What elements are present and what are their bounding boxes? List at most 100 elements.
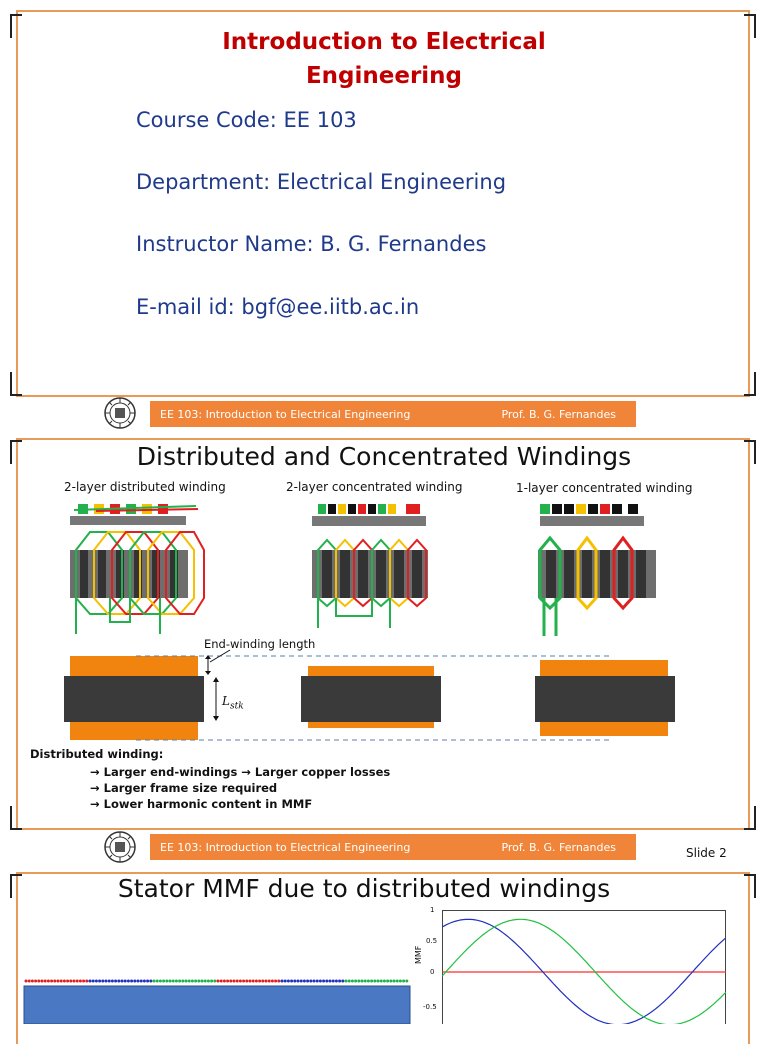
cross-section-distributed	[64, 656, 204, 740]
conductor-dot	[62, 979, 66, 983]
conductor-dot	[222, 979, 226, 983]
conductor-dot	[264, 979, 268, 983]
conductor-dot	[216, 979, 220, 983]
note-item-1: → Larger end-windings → Larger copper lo…	[90, 765, 391, 779]
conductor-dot	[27, 979, 31, 983]
conductor-dot	[149, 979, 153, 983]
institute-logo-icon	[104, 397, 136, 429]
conductor-dot	[117, 979, 121, 983]
conductor-dot	[226, 979, 230, 983]
conductor-dot	[235, 979, 239, 983]
distributed-winding-diagram	[70, 504, 205, 634]
conductor-dot	[334, 979, 338, 983]
conductor-dot	[91, 979, 95, 983]
conductor-dot	[187, 979, 191, 983]
conductor-dot	[168, 979, 172, 983]
conductor-dot	[75, 979, 79, 983]
conductor-dot	[386, 979, 390, 983]
conductor-dot	[123, 979, 127, 983]
slide-frame	[16, 10, 750, 397]
conductor-dot	[376, 979, 380, 983]
conductor-dot	[194, 979, 198, 983]
conductor-dot	[242, 979, 246, 983]
conductor-dot	[248, 979, 252, 983]
stator-strip	[23, 979, 411, 1024]
conductor-dot	[178, 979, 182, 983]
conductor-dot	[88, 979, 92, 983]
conductor-dot	[162, 979, 166, 983]
conductor-dot	[181, 979, 185, 983]
conductor-dot	[363, 979, 367, 983]
conductor-dot	[152, 979, 156, 983]
conductor-dot	[184, 979, 188, 983]
conductor-dot	[210, 979, 214, 983]
conductor-dot	[338, 979, 342, 983]
conductor-dot	[325, 979, 329, 983]
conductor-dot	[270, 979, 274, 983]
conductor-dot	[133, 979, 137, 983]
conductor-dot	[267, 979, 271, 983]
corner-mark	[744, 874, 756, 898]
conductor-dot	[174, 979, 178, 983]
footer-bar: EE 103: Introduction to Electrical Engin…	[150, 834, 636, 860]
corner-mark	[744, 372, 756, 396]
conductor-dot	[290, 979, 294, 983]
conductor-dot	[69, 979, 73, 983]
conductor-dot	[238, 979, 242, 983]
conductor-dot	[98, 979, 102, 983]
conductor-dot	[206, 979, 210, 983]
conductor-dot	[34, 979, 38, 983]
label-2-layer-distributed: 2-layer distributed winding	[64, 480, 226, 494]
conductor-dot	[309, 979, 313, 983]
conductor-dot	[318, 979, 322, 983]
tick-1: 1	[430, 906, 435, 914]
conductor-dot	[94, 979, 98, 983]
conductor-dot	[398, 979, 402, 983]
label-1-layer-concentrated: 1-layer concentrated winding	[516, 481, 693, 495]
corner-mark	[10, 806, 22, 830]
conductor-dot	[229, 979, 233, 983]
label-2-layer-concentrated: 2-layer concentrated winding	[286, 480, 463, 494]
conductor-dot	[66, 979, 70, 983]
conductor-dot	[402, 979, 406, 983]
conductor-dot	[104, 979, 108, 983]
conductor-dot	[315, 979, 319, 983]
conductor-dot	[350, 979, 354, 983]
conductor-dot	[331, 979, 335, 983]
tick-0.5: 0.5	[426, 937, 438, 945]
slide-number: Slide 2	[686, 846, 727, 860]
footer-professor: Prof. B. G. Fernandes	[501, 840, 616, 854]
slide-title-line-1: Introduction to Electrical	[222, 29, 546, 55]
note-heading: Distributed winding:	[30, 747, 164, 761]
conductor-dot	[357, 979, 361, 983]
conductor-dot	[344, 979, 348, 983]
department: Department: Electrical Engineering	[136, 170, 507, 194]
corner-mark	[744, 14, 756, 38]
conductor-dot	[213, 979, 217, 983]
corner-mark	[10, 440, 22, 464]
conductor-dot	[299, 979, 303, 983]
conductor-dot	[312, 979, 316, 983]
conductor-dot	[366, 979, 370, 983]
note-item-2: → Larger frame size required	[90, 781, 278, 795]
conductor-dot	[120, 979, 124, 983]
conductor-dot	[232, 979, 236, 983]
conductor-dot	[347, 979, 351, 983]
conductor-dot	[200, 979, 204, 983]
mmf-plot	[442, 910, 726, 1024]
conductor-dot	[258, 979, 262, 983]
winding-diagrams	[64, 504, 675, 741]
footer-course: EE 103: Introduction to Electrical Engin…	[160, 840, 411, 854]
conductor-dot	[341, 979, 345, 983]
conductor-dot	[130, 979, 134, 983]
conductor-dot	[171, 979, 175, 983]
conductor-dot	[110, 979, 114, 983]
slide-1: Introduction to Electrical Engineering C…	[0, 0, 768, 432]
conductor-dot	[50, 979, 54, 983]
conductor-dot	[136, 979, 140, 983]
conductor-dot	[219, 979, 223, 983]
corner-mark	[744, 440, 756, 464]
slide-2: Distributed and Concentrated Windings 2-…	[0, 432, 768, 868]
conductor-dot	[296, 979, 300, 983]
footer-course: EE 103: Introduction to Electrical Engin…	[160, 407, 411, 421]
